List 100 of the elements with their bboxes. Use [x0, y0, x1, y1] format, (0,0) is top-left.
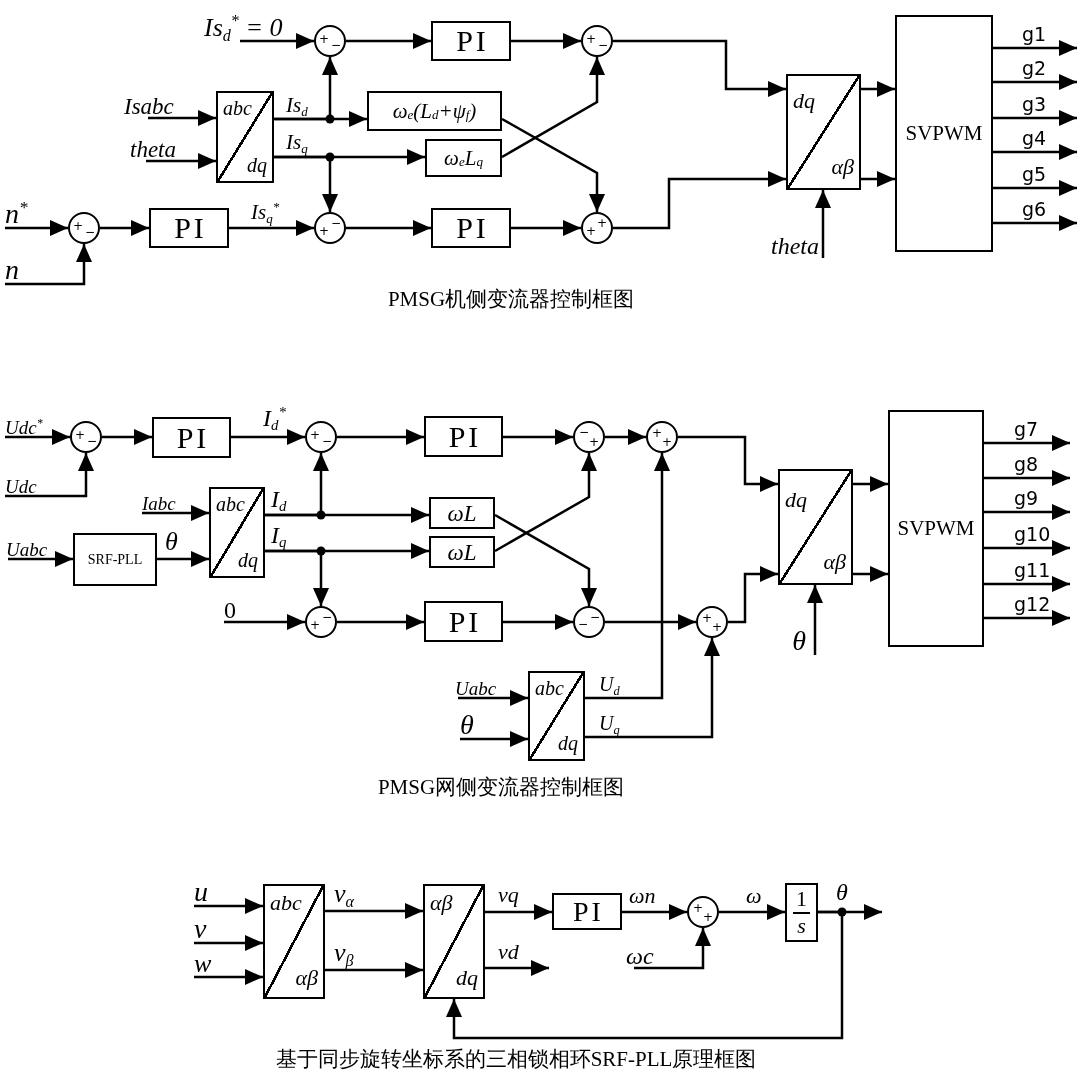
transform-block	[423, 884, 485, 999]
arrow	[585, 638, 720, 739]
sign-symbol: +	[711, 621, 723, 633]
transform-block	[786, 74, 861, 190]
arrow	[501, 117, 605, 212]
signal-label: θ	[792, 627, 815, 655]
signal-label: n$^{*}$	[5, 200, 28, 228]
sign-symbol: −	[597, 39, 609, 51]
pll-block: SRF-PLL	[73, 533, 157, 586]
arrow	[613, 39, 786, 97]
fraction-text: s	[797, 915, 806, 938]
arrow	[984, 504, 1070, 520]
arrow	[265, 549, 329, 606]
arrow	[142, 505, 209, 521]
arrow	[993, 144, 1077, 160]
figure-caption: PMSG网侧变流器控制框图	[377, 777, 625, 798]
sign-symbol: +	[701, 612, 713, 624]
edge-label: g1	[1021, 25, 1048, 44]
signal-label: θ	[460, 711, 474, 739]
sign-symbol: +	[588, 436, 600, 448]
summing-junction	[314, 25, 346, 57]
arrow	[265, 453, 329, 517]
arrow	[194, 935, 263, 951]
edge-label: g7	[1013, 420, 1040, 439]
gain-block: ω$_{e}$(L$_{d}$+ψ$_{f}$)	[367, 91, 502, 131]
edge-label: Is$_{d}$	[285, 95, 309, 116]
arrow	[157, 551, 209, 567]
sign-symbol: +	[74, 429, 86, 441]
frame-label: αβ	[823, 551, 846, 573]
summing-junction	[581, 212, 613, 244]
summing-junction	[573, 421, 605, 453]
signal-label: theta	[130, 138, 176, 161]
summing-junction	[314, 212, 346, 244]
frame-label: αβ	[430, 892, 453, 914]
figure-caption: 基于同步旋转坐标系的三相锁相环SRF-PLL原理框图	[275, 1049, 757, 1070]
edge-label: g3	[1021, 95, 1048, 114]
arrow	[102, 429, 152, 445]
modulator-block: SVPWM	[895, 15, 993, 252]
arrow	[634, 928, 711, 970]
gain-block: ω$_{e}$L$_{q}$	[425, 139, 502, 177]
controller-block: PI	[552, 893, 622, 930]
arrow	[325, 903, 423, 919]
signal-label: ωc	[626, 944, 654, 968]
frame-label: dq	[238, 550, 258, 570]
arrow	[5, 453, 94, 498]
controller-block: PI	[152, 417, 231, 458]
arrow	[5, 429, 70, 445]
arrow	[861, 81, 895, 97]
arrow	[815, 190, 831, 258]
arrow	[984, 576, 1070, 592]
frame-label: αβ	[295, 967, 318, 989]
summing-junction	[68, 212, 100, 244]
figure-caption: PMSG机侧变流器控制框图	[387, 289, 635, 310]
integrator-block	[785, 883, 818, 942]
sign-symbol: +	[318, 225, 330, 237]
controller-block: PI	[424, 416, 503, 457]
arrow	[993, 180, 1077, 196]
sign-symbol: +	[692, 902, 704, 914]
arrow	[460, 731, 528, 747]
gain-block: ωL	[429, 497, 495, 529]
arrow	[229, 220, 314, 236]
frame-label: dq	[785, 489, 807, 511]
arrow	[146, 153, 216, 169]
transform-block	[209, 487, 265, 578]
arrow	[5, 244, 92, 286]
arrow	[719, 904, 785, 920]
arrow	[605, 429, 646, 445]
frame-label: dq	[793, 90, 815, 112]
arrow	[325, 962, 423, 978]
edge-label: g12	[1013, 595, 1052, 614]
signal-label: Uabc	[6, 540, 48, 559]
sign-symbol: +	[309, 429, 321, 441]
sign-symbol: −	[330, 39, 342, 51]
controller-block: PI	[149, 208, 229, 248]
summing-junction	[305, 606, 337, 638]
arrow	[194, 969, 263, 985]
arrow	[853, 566, 888, 582]
signal-label: Isabc	[124, 95, 174, 118]
edge-label: g2	[1021, 59, 1048, 78]
signal-label: Udc$^{*}$	[5, 418, 43, 437]
arrow	[485, 904, 552, 920]
signal-label: 0	[224, 598, 236, 622]
sign-symbol: −	[321, 611, 333, 623]
summing-junction	[70, 421, 102, 453]
arrow	[337, 429, 424, 445]
edge-label: g6	[1021, 200, 1048, 219]
arrow	[678, 435, 778, 492]
sign-symbol: +	[651, 427, 663, 439]
sign-symbol: −	[330, 217, 342, 229]
arrow	[446, 910, 844, 1040]
edge-label: g8	[1013, 455, 1040, 474]
summing-junction	[687, 896, 719, 928]
arrow	[993, 40, 1077, 56]
sign-symbol: −	[577, 618, 589, 630]
arrow	[613, 171, 786, 230]
frame-label: abc	[223, 98, 252, 118]
controller-block: PI	[431, 208, 511, 248]
arrow	[346, 33, 431, 49]
arrow	[501, 57, 605, 159]
summing-junction	[581, 25, 613, 57]
